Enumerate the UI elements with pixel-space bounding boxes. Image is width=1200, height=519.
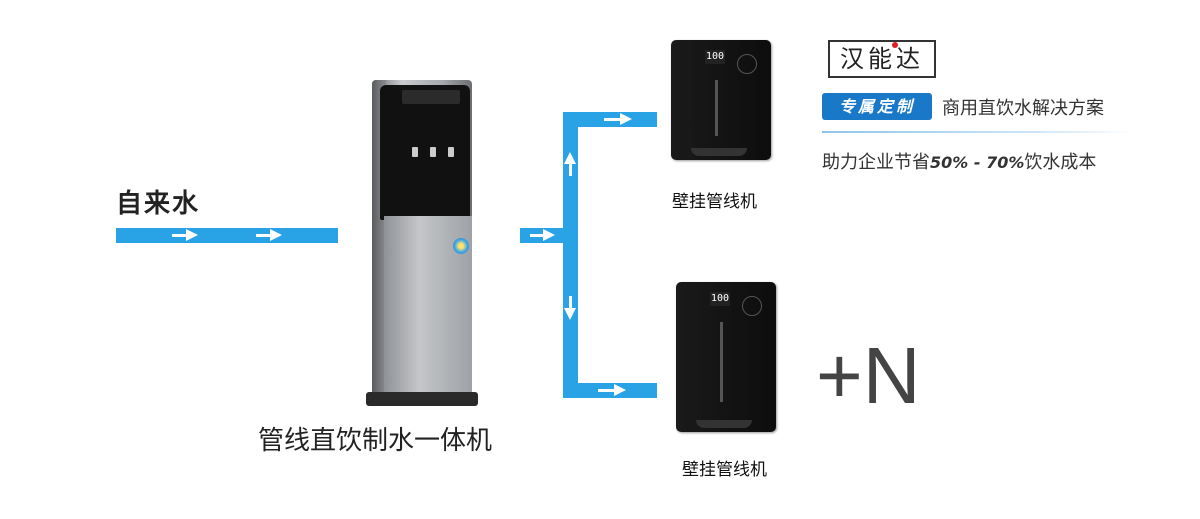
- wall-unit-top: 100: [671, 40, 771, 160]
- flow-arrow: [270, 229, 282, 241]
- drip-tray: [691, 148, 747, 156]
- riser-pipe: [563, 112, 578, 398]
- savings-highlight: 50% - 70%: [930, 153, 1025, 172]
- flow-arrow: [564, 152, 576, 164]
- custom-badge: 专属定制: [822, 93, 932, 120]
- tap: [412, 147, 418, 157]
- flow-arrow: [598, 389, 616, 392]
- flow-arrow: [256, 234, 272, 237]
- flow-arrow: [530, 234, 544, 237]
- flow-arrow: [564, 308, 576, 320]
- flow-arrow: [614, 384, 626, 396]
- flow-arrow: [620, 113, 632, 125]
- flow-arrow: [543, 229, 555, 241]
- source-label: 自来水: [116, 189, 201, 219]
- inlet-pipe: [116, 228, 338, 243]
- wall-unit-label: 壁挂管线机: [672, 192, 757, 212]
- flow-arrow: [186, 229, 198, 241]
- wall-unit-bottom: 100: [676, 282, 776, 432]
- main-unit-label: 管线直饮制水一体机: [258, 426, 493, 456]
- flow-arrow: [569, 296, 572, 310]
- control-panel: [402, 90, 460, 104]
- brand-logo: 汉能达: [828, 40, 936, 78]
- logo-dot-icon: [892, 42, 898, 48]
- dispenser-logo-icon: [453, 238, 469, 254]
- flow-arrow: [172, 234, 188, 237]
- spout: [715, 80, 718, 136]
- wall-unit-display: 100: [710, 292, 730, 306]
- wall-unit-display: 100: [705, 50, 725, 64]
- drip-tray: [696, 420, 752, 428]
- divider: [822, 131, 1132, 133]
- slogan-line-1: 商用直饮水解决方案: [942, 98, 1104, 119]
- wall-unit-label: 壁挂管线机: [682, 460, 767, 480]
- plus-n-label: +N: [816, 331, 921, 420]
- control-ring-icon: [742, 296, 762, 316]
- tap: [430, 147, 436, 157]
- tap: [448, 147, 454, 157]
- slogan-line-2: 助力企业节省50% - 70%饮水成本: [822, 152, 1097, 173]
- flow-arrow: [569, 162, 572, 176]
- spout: [720, 322, 723, 402]
- control-ring-icon: [737, 54, 757, 74]
- flow-arrow: [604, 118, 622, 121]
